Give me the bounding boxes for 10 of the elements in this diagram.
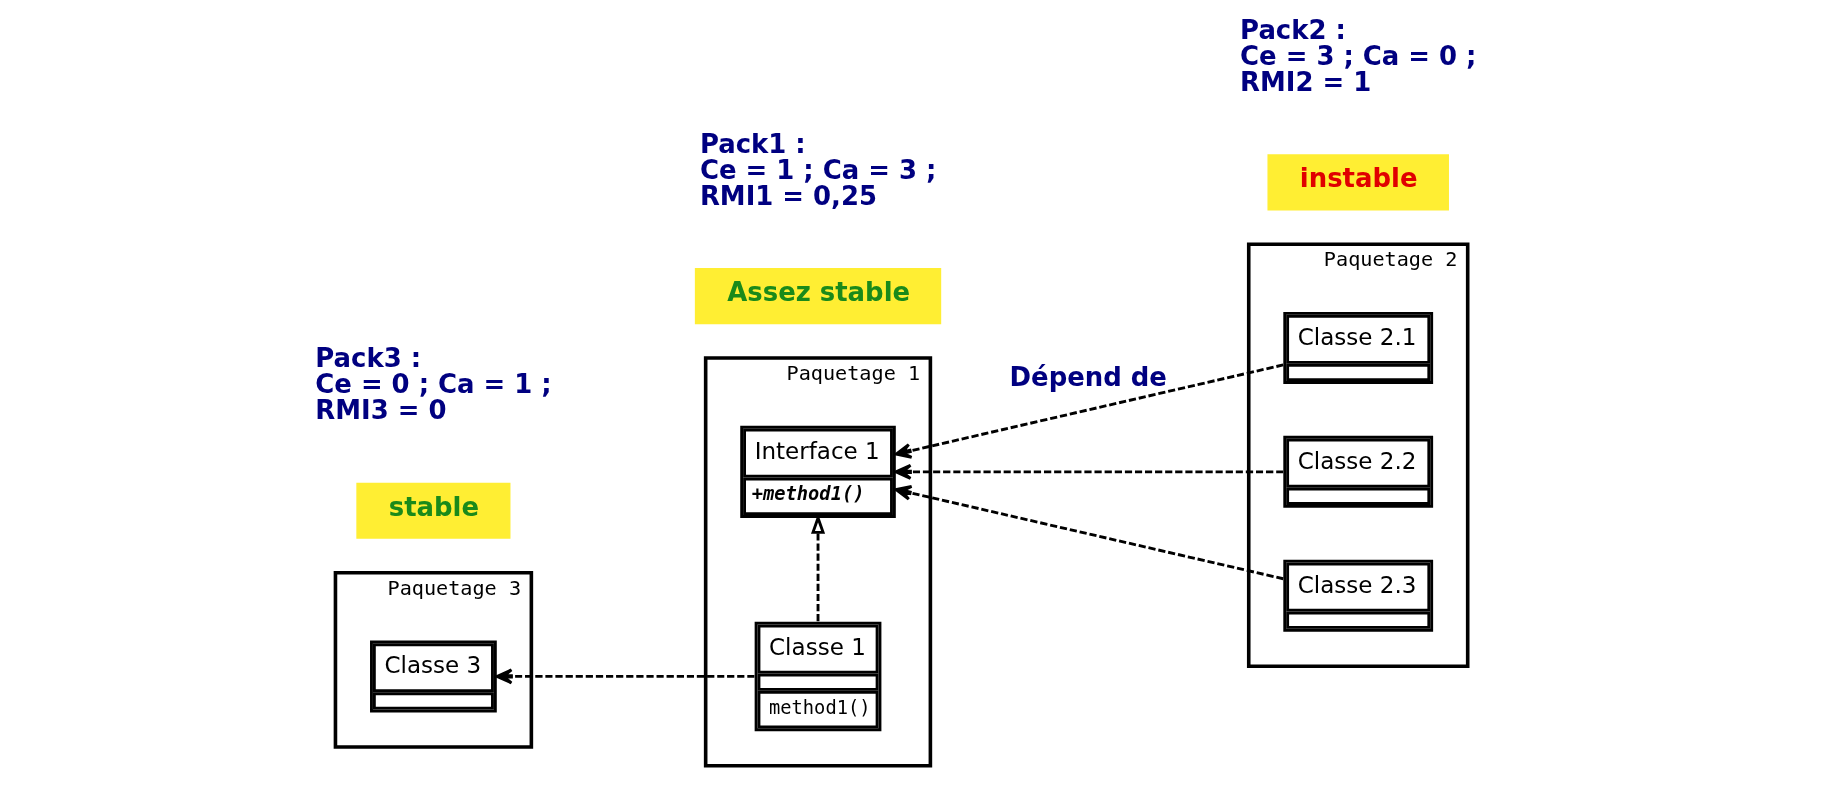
edge-label: Dépend de — [1009, 361, 1167, 392]
arrow — [894, 485, 1283, 581]
node-box: instable — [1266, 154, 1449, 211]
arrow — [894, 463, 1283, 480]
node-box: stable — [355, 482, 510, 539]
label: Pack1 : — [699, 128, 806, 159]
arrow — [894, 363, 1283, 459]
arrow — [495, 668, 754, 685]
node-box: Assez stable — [694, 268, 941, 325]
label: Pack2 : — [1239, 14, 1346, 45]
